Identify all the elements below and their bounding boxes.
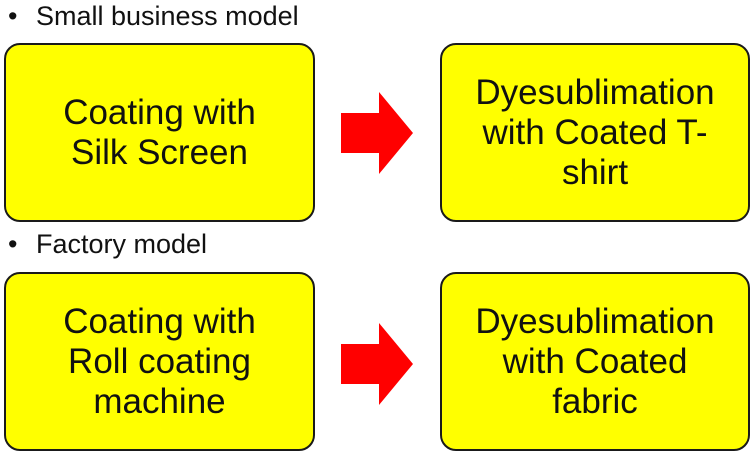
- coating-silk-screen-box: Coating with Silk Screen: [4, 43, 315, 222]
- factory-model-heading: • Factory model: [8, 229, 207, 259]
- bullet-icon: •: [8, 229, 18, 259]
- dyesublimation-tshirt-box: Dyesublimation with Coated T- shirt: [440, 43, 750, 222]
- coating-silk-screen-text: Coating with Silk Screen: [63, 92, 256, 172]
- bullet-icon: •: [8, 1, 18, 31]
- small-business-heading: • Small business model: [8, 1, 299, 31]
- coating-roll-machine-box: Coating with Roll coating machine: [4, 272, 315, 451]
- coating-roll-machine-text: Coating with Roll coating machine: [63, 301, 256, 421]
- factory-model-heading-text: Factory model: [36, 229, 208, 259]
- dyesublimation-tshirt-text: Dyesublimation with Coated T- shirt: [475, 72, 715, 192]
- small-business-heading-text: Small business model: [36, 1, 299, 31]
- right-arrow-icon: [341, 323, 413, 405]
- dyesublimation-fabric-text: Dyesublimation with Coated fabric: [475, 301, 715, 421]
- right-arrow-icon: [341, 92, 413, 174]
- dyesublimation-fabric-box: Dyesublimation with Coated fabric: [440, 272, 750, 451]
